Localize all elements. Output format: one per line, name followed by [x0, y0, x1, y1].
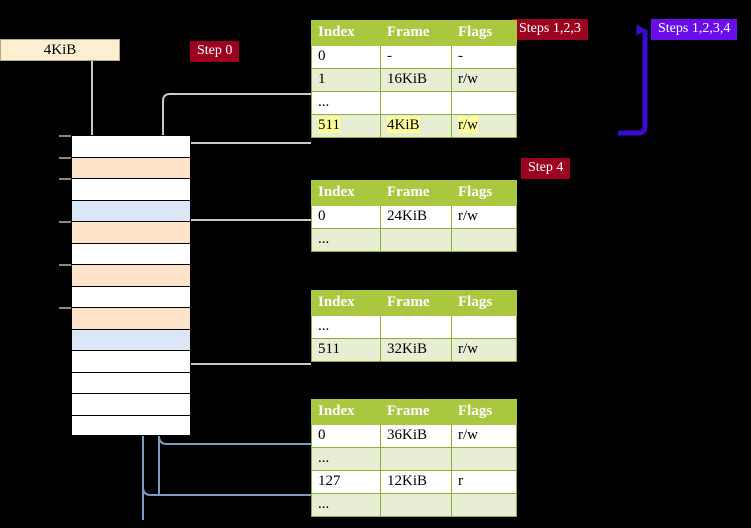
- table-header-flags: Flags: [451, 20, 517, 46]
- memory-row: [71, 328, 191, 350]
- table-cell: [380, 315, 452, 339]
- memory-tick-mark: [59, 221, 71, 223]
- memory-tick-mark: [59, 264, 71, 266]
- table-cell: 36KiB: [380, 424, 452, 448]
- memory-row: [71, 307, 191, 329]
- table-cell: [451, 493, 517, 517]
- memory-row: [71, 199, 191, 221]
- table-cell: 0: [311, 45, 381, 69]
- table-cell: ...: [311, 228, 381, 252]
- table-cell: [451, 91, 517, 115]
- table-cell: [380, 91, 452, 115]
- table-cell: 127: [311, 470, 381, 494]
- table-cell: -: [451, 45, 517, 69]
- table-header-frame: Frame: [380, 290, 452, 316]
- table-row: ...: [311, 228, 517, 252]
- table-cell: ...: [311, 91, 381, 115]
- table-cell: r: [451, 470, 517, 494]
- table-cell: r/w: [451, 68, 517, 92]
- table-cell: r/w: [451, 424, 517, 448]
- badge-steps-1234: Steps 1,2,3,4: [651, 19, 738, 40]
- table-cell: [451, 228, 517, 252]
- table-cell: 511: [311, 338, 381, 362]
- table-cell: ...: [311, 493, 381, 517]
- physical-memory-block: [59, 135, 191, 436]
- table-header-frame: Frame: [380, 20, 452, 46]
- table-header-index: Index: [311, 20, 381, 46]
- table-cell: [451, 315, 517, 339]
- table-header-frame: Frame: [380, 399, 452, 425]
- memory-row: [71, 178, 191, 200]
- memory-tick-mark: [59, 178, 71, 180]
- badge-step-4: Step 4: [521, 158, 571, 179]
- table-cell: -: [380, 45, 452, 69]
- memory-row: [71, 371, 191, 393]
- wire-table1-to-mem: [177, 219, 311, 262]
- wire-mem-to-table0-511: [177, 142, 311, 156]
- frame-size-box: 4KiB: [0, 39, 120, 61]
- wire-violet-bracket: [618, 24, 648, 136]
- memory-row: [71, 393, 191, 415]
- memory-tick-mark: [59, 156, 71, 159]
- badge-steps-123: Steps 1,2,3: [512, 19, 588, 40]
- table-cell: 12KiB: [380, 470, 452, 494]
- memory-tick-mark: [59, 135, 71, 137]
- memory-row: [71, 242, 191, 264]
- memory-row: [71, 264, 191, 286]
- table-cell: [380, 493, 452, 517]
- table-row: ...: [311, 91, 517, 115]
- table-header-index: Index: [311, 290, 381, 316]
- table-cell: 0: [311, 205, 381, 229]
- memory-row: [71, 135, 191, 157]
- table-header-flags: Flags: [451, 290, 517, 316]
- table-cell: 16KiB: [380, 68, 452, 92]
- wire-mem-to-table2: [171, 318, 311, 365]
- table-header-flags: Flags: [451, 180, 517, 206]
- table-row: ...: [311, 493, 517, 517]
- table-cell: 511: [311, 114, 381, 138]
- table-row: ...: [311, 315, 517, 339]
- table-row: ...: [311, 447, 517, 471]
- table-cell: [380, 447, 452, 471]
- table-cell: ...: [311, 315, 381, 339]
- table-cell: 4KiB: [380, 114, 452, 138]
- memory-row: [71, 285, 191, 307]
- memory-row: [71, 350, 191, 372]
- highlighted-value: 4KiB: [387, 117, 420, 133]
- table-cell: 32KiB: [380, 338, 452, 362]
- table-cell: [380, 228, 452, 252]
- table-row: 0--: [311, 45, 517, 69]
- memory-row: [71, 156, 191, 178]
- table-cell: 0: [311, 424, 381, 448]
- table-row: 511 4KiB r/w: [311, 114, 517, 138]
- table-header-frame: Frame: [380, 180, 452, 206]
- table-header-index: Index: [311, 399, 381, 425]
- table-cell: r/w: [451, 338, 517, 362]
- memory-tick-mark: [59, 307, 71, 309]
- badge-step-0: Step 0: [190, 41, 240, 62]
- table-cell: ...: [311, 447, 381, 471]
- table-cell: r/w: [451, 205, 517, 229]
- highlighted-value: r/w: [458, 117, 478, 133]
- highlighted-value: 511: [318, 117, 340, 133]
- table-header-index: Index: [311, 180, 381, 206]
- memory-row: [71, 221, 191, 243]
- table-cell: r/w: [451, 114, 517, 138]
- table-cell: 1: [311, 68, 381, 92]
- memory-row: [71, 414, 191, 436]
- table-cell: 24KiB: [380, 205, 452, 229]
- table-header-flags: Flags: [451, 399, 517, 425]
- table-cell: [451, 447, 517, 471]
